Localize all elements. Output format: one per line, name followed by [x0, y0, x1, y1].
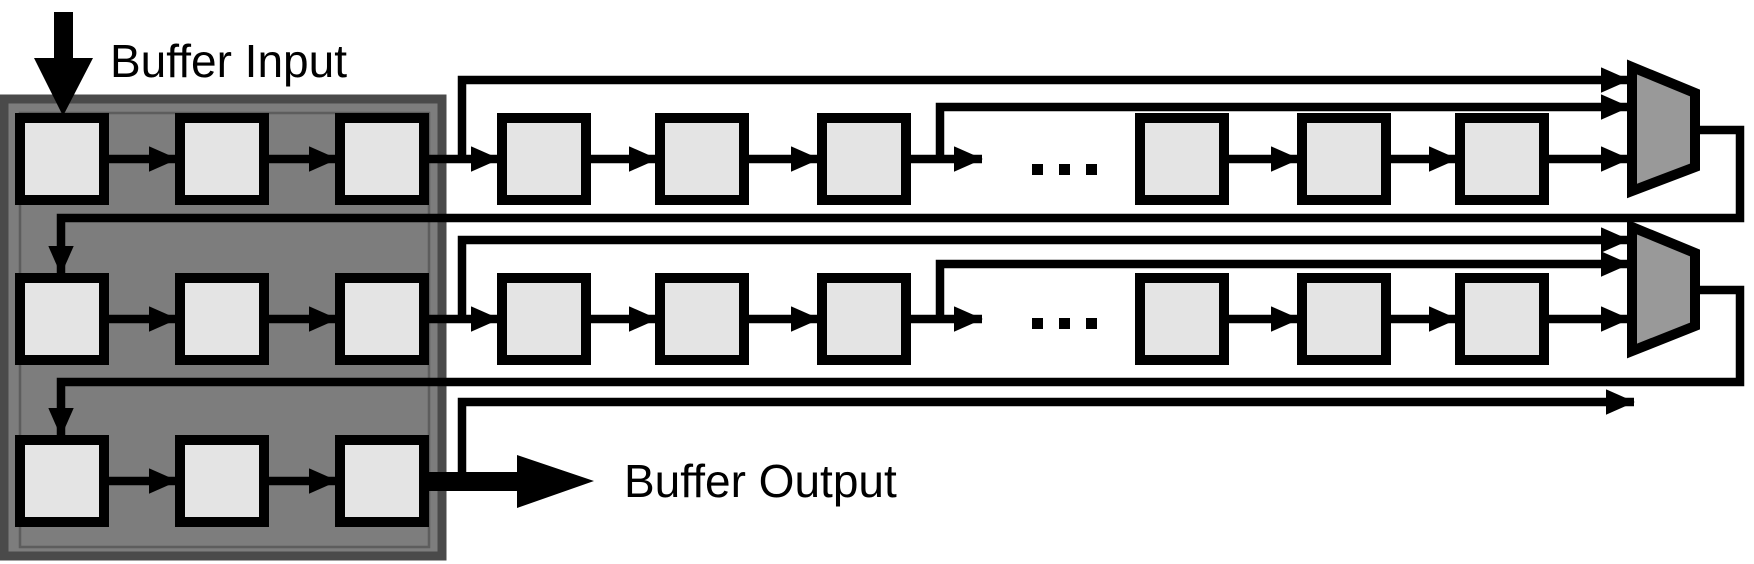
register-cell	[1135, 273, 1229, 365]
ellipsis-dots-row-2	[1032, 318, 1097, 329]
register-cell	[175, 435, 269, 527]
buffer-output-label: Buffer Output	[624, 455, 897, 507]
row-1-tap-1-to-mux	[457, 67, 1630, 163]
register-cell	[175, 273, 269, 365]
buffer-output-arrow	[424, 455, 594, 508]
row-1-tap-2-to-mux	[935, 94, 1630, 163]
register-cell	[335, 435, 429, 527]
output-tap-line	[457, 389, 1635, 474]
register-cell	[497, 273, 591, 365]
row-2-tap-1-to-mux	[457, 227, 1630, 323]
register-cell	[655, 273, 749, 365]
row-2-tap-2-to-mux	[935, 251, 1630, 323]
mux-2	[1627, 219, 1700, 359]
register-cell	[335, 113, 429, 205]
register-cell	[15, 273, 109, 365]
register-cell	[655, 113, 749, 205]
row-2-wires	[104, 227, 1630, 332]
register-cell	[15, 435, 109, 527]
register-cell	[1135, 113, 1229, 205]
mux-1-feedback-to-row-2	[48, 125, 1745, 275]
register-cell	[1297, 273, 1391, 365]
buffer-input-arrow	[34, 12, 93, 116]
register-cell	[817, 113, 911, 205]
register-cell	[1297, 113, 1391, 205]
register-cell	[497, 113, 591, 205]
register-cell	[1455, 113, 1549, 205]
register-cell	[1455, 273, 1549, 365]
row-1-wires	[104, 67, 1630, 172]
mux-2-feedback-to-row-3	[48, 285, 1745, 437]
buffer-input-label: Buffer Input	[110, 35, 347, 87]
register-cell	[817, 273, 911, 365]
register-cell	[175, 113, 269, 205]
ellipsis-dots-row-1	[1032, 164, 1097, 175]
register-cell	[335, 273, 429, 365]
register-cell	[15, 113, 109, 205]
row-2-registers	[15, 273, 1549, 365]
row-3-registers	[15, 435, 429, 527]
row-1-registers	[15, 113, 1549, 205]
mux-1	[1627, 59, 1700, 199]
